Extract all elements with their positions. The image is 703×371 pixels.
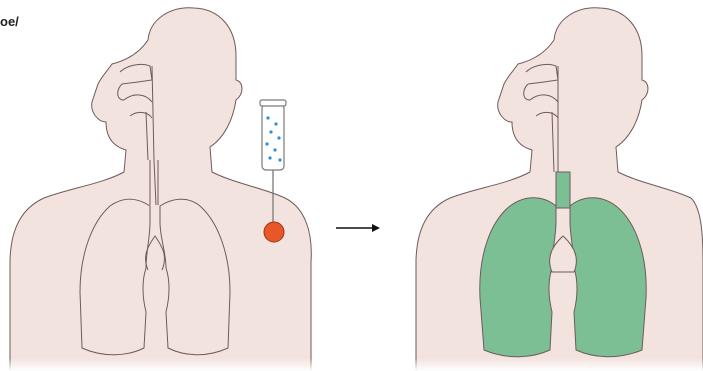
tube-cap: [260, 100, 286, 106]
corner-label: oe/: [0, 14, 19, 29]
trachea-filled-after: [556, 172, 570, 208]
right-arrow-icon: [336, 224, 380, 232]
injection-site-marker: [264, 222, 284, 242]
